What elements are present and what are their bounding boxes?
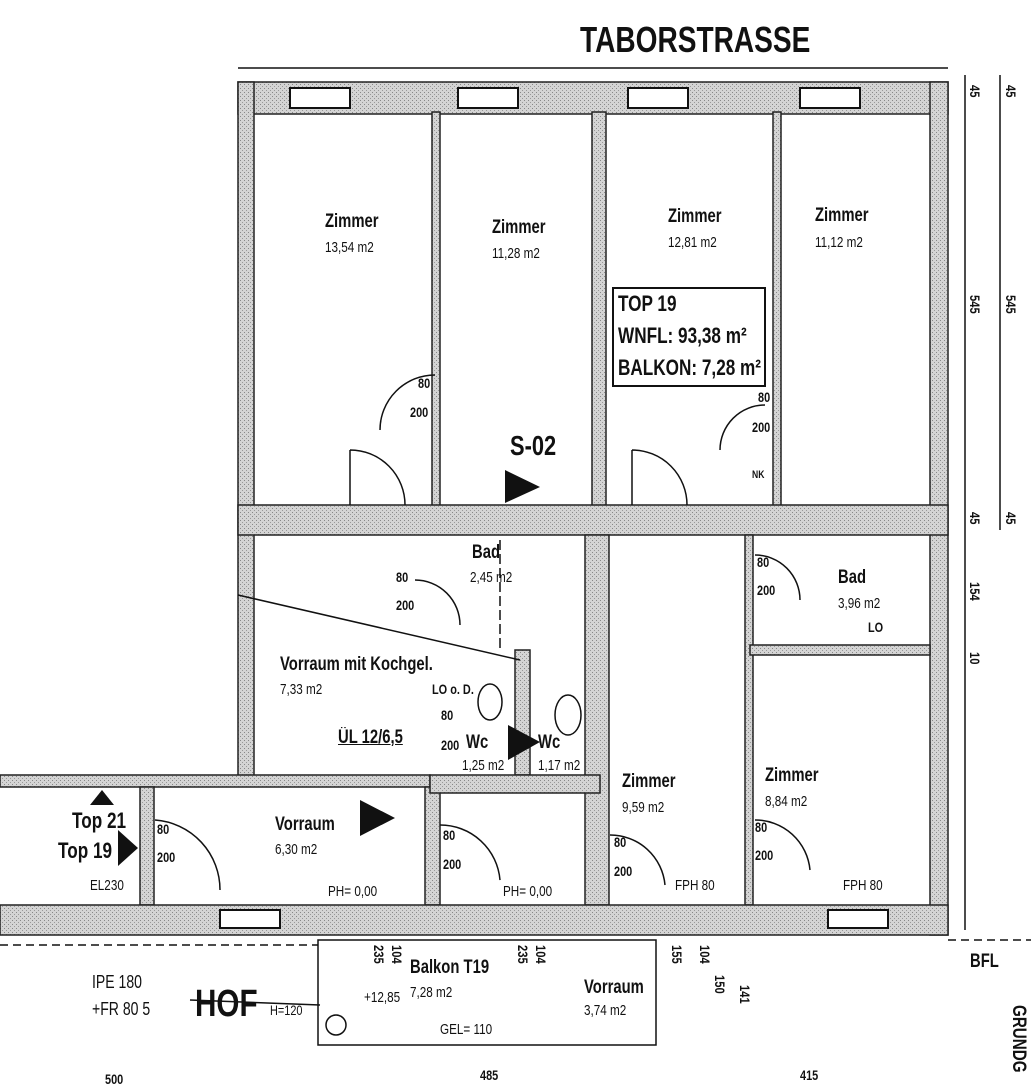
door-width: 80 <box>157 821 170 837</box>
level-label: +12,85 <box>364 989 401 1006</box>
room-area: 8,84 m2 <box>765 793 808 810</box>
room-area: 11,28 m2 <box>492 245 540 262</box>
dim-10: 10 <box>967 652 983 665</box>
room-area: 1,25 m2 <box>462 757 505 774</box>
room-name: Zimmer <box>765 765 819 786</box>
door-width: 80 <box>757 554 770 570</box>
room-name: Zimmer <box>815 205 869 226</box>
room-name: Balkon T19 <box>410 957 490 978</box>
room-name: Zimmer <box>492 217 546 238</box>
room-name: Vorraum <box>275 814 335 835</box>
room-area: 6,30 m2 <box>275 841 318 858</box>
door-height: 200 <box>157 849 176 865</box>
section-mark: S-02 <box>510 430 557 461</box>
ipe-label: IPE 180 <box>92 972 142 992</box>
room-name: Wc <box>538 732 561 753</box>
door-height: 200 <box>757 582 776 598</box>
door-width: 80 <box>443 827 456 843</box>
info-wnfl: WNFL: 93,38 m² <box>618 323 747 348</box>
door-width: 80 <box>758 389 771 405</box>
grund-label: GRUNDG <box>1008 1005 1029 1073</box>
dim-500: 500 <box>105 1071 124 1087</box>
door-height: 200 <box>443 856 462 872</box>
dim-235: 235 <box>515 945 531 964</box>
room-name: Bad <box>472 542 501 563</box>
door-width: 80 <box>441 707 454 723</box>
dim-545: 545 <box>1003 295 1019 314</box>
room-name: Bad <box>838 567 867 588</box>
room-name: Vorraum mit Kochgel. <box>280 654 433 675</box>
street-name: TABORSTRASSE <box>580 19 811 60</box>
room-area: 9,59 m2 <box>622 799 665 816</box>
lo-label: LO <box>868 619 884 635</box>
room-name: Zimmer <box>668 206 722 227</box>
dim-104: 104 <box>533 945 549 964</box>
el-label: EL230 <box>90 877 124 894</box>
door-height: 200 <box>752 419 771 435</box>
room-name: Zimmer <box>622 771 676 792</box>
dim-141: 141 <box>737 985 753 1004</box>
room-area: 11,12 m2 <box>815 234 863 251</box>
dim-45: 45 <box>967 512 983 525</box>
dim-104: 104 <box>697 945 713 964</box>
door-height: 200 <box>410 404 429 420</box>
room-area: 7,33 m2 <box>280 681 323 698</box>
dim-45: 45 <box>1003 512 1019 525</box>
door-height: 200 <box>614 863 633 879</box>
ph-label: PH= 0,00 <box>503 883 553 900</box>
nk-label: NK <box>752 469 765 481</box>
apartment-info-box: TOP 19 WNFL: 93,38 m² BALKON: 7,28 m² <box>612 287 766 387</box>
dim-104: 104 <box>389 945 405 964</box>
gel-label: GEL= 110 <box>440 1021 493 1038</box>
lo-label: LO o. D. <box>432 681 474 697</box>
dim-150: 150 <box>712 975 728 994</box>
dim-235: 235 <box>371 945 387 964</box>
room-area: 12,81 m2 <box>668 234 717 251</box>
room-area: 2,45 m2 <box>470 569 513 586</box>
door-width: 80 <box>418 375 431 391</box>
room-name: Zimmer <box>325 211 379 232</box>
door-height: 200 <box>396 597 415 613</box>
hof-label: HOF <box>195 983 258 1025</box>
ph-label: PH= 0,00 <box>328 883 378 900</box>
room-area: 13,54 m2 <box>325 239 374 256</box>
dim-545: 545 <box>967 295 983 314</box>
room-name: Wc <box>466 732 489 753</box>
top19-label: Top 19 <box>58 838 113 863</box>
info-top: TOP 19 <box>618 291 677 316</box>
fph-label: FPH 80 <box>843 877 883 894</box>
room-area: 3,74 m2 <box>584 1002 627 1019</box>
dim-415: 415 <box>800 1067 819 1083</box>
room-area: 7,28 m2 <box>410 984 453 1001</box>
door-width: 80 <box>614 834 627 850</box>
dim-45: 45 <box>967 85 983 98</box>
dim-155: 155 <box>669 945 685 964</box>
room-name: Vorraum <box>584 977 644 998</box>
dim-45: 45 <box>1003 85 1019 98</box>
ul-label: ÜL 12/6,5 <box>338 727 403 748</box>
top21-label: Top 21 <box>72 808 127 833</box>
height-label: H=120 <box>270 1002 303 1018</box>
fph-label: FPH 80 <box>675 877 715 894</box>
info-balkon: BALKON: 7,28 m² <box>618 355 762 380</box>
dim-154: 154 <box>967 582 983 601</box>
dim-485: 485 <box>480 1067 499 1083</box>
door-width: 80 <box>755 819 768 835</box>
fr-label: +FR 80 5 <box>92 999 151 1019</box>
door-width: 80 <box>396 569 409 585</box>
bfl-label: BFL <box>970 951 999 972</box>
door-height: 200 <box>441 737 460 753</box>
room-area: 1,17 m2 <box>538 757 581 774</box>
door-height: 200 <box>755 847 774 863</box>
room-area: 3,96 m2 <box>838 595 881 612</box>
